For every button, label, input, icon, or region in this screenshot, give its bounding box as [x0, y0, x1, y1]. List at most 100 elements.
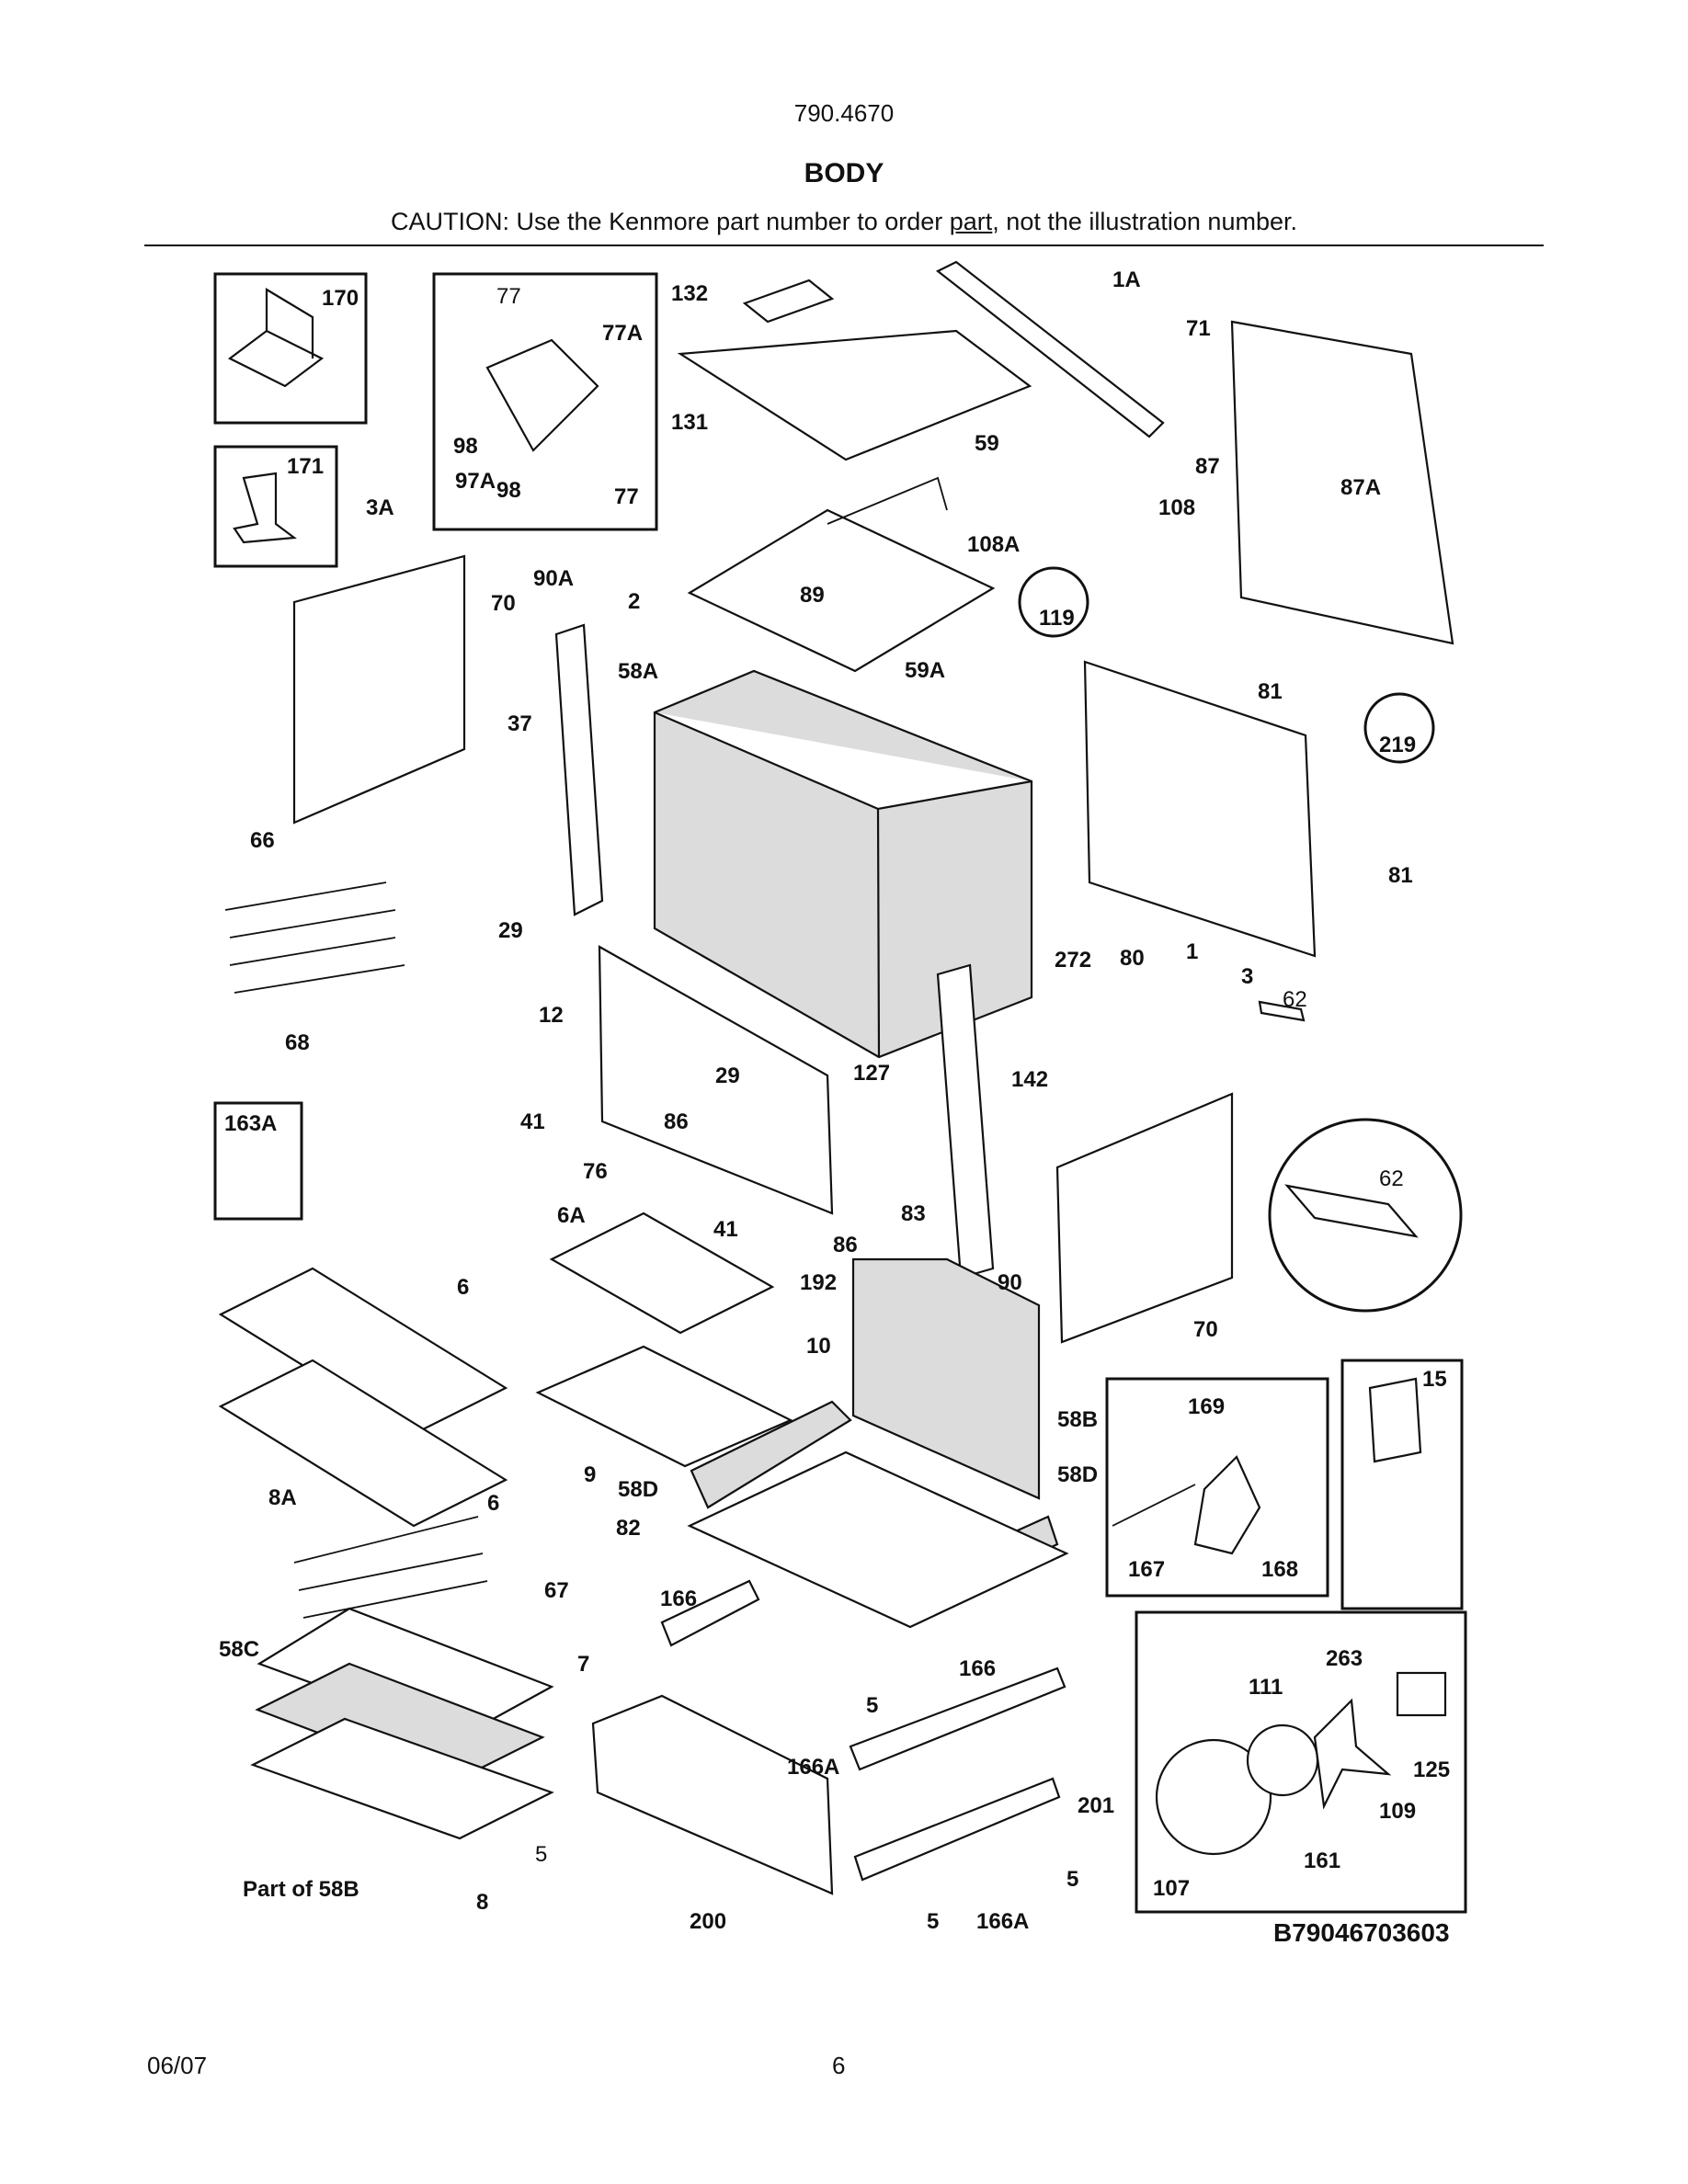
label-200: 200 — [690, 1909, 726, 1934]
slide-166-right — [849, 1666, 1066, 1771]
rack-6-lower — [218, 1359, 508, 1528]
top-panel-131 — [677, 329, 1032, 461]
label-171: 171 — [287, 454, 324, 479]
figure-code: B79046703603 — [1273, 1918, 1450, 1947]
label-86-b: 86 — [833, 1233, 858, 1257]
label-108A: 108A — [967, 532, 1020, 557]
inset-box-15 — [1340, 1359, 1464, 1610]
label-66: 66 — [250, 828, 275, 853]
label-41-a: 41 — [520, 1109, 545, 1134]
inset-box-170 — [213, 272, 368, 425]
page-number: 6 — [832, 2052, 846, 2079]
label-131: 131 — [671, 410, 708, 435]
label-166-a: 166 — [660, 1587, 697, 1611]
label-9: 9 — [584, 1462, 596, 1487]
label-58D-a: 58D — [618, 1477, 658, 1502]
fan-motor-125 — [1396, 1671, 1447, 1717]
label-89: 89 — [800, 583, 825, 608]
label-3: 3 — [1241, 964, 1253, 989]
caution-text-start: CAUTION: Use the Kenmore part number to … — [391, 208, 950, 235]
label-81-b: 81 — [1388, 863, 1413, 888]
rail-1A — [935, 260, 1165, 438]
label-15: 15 — [1422, 1367, 1447, 1392]
latch-168 — [1193, 1455, 1261, 1555]
rack-6A — [549, 1211, 775, 1335]
caution-text: CAUTION: Use the Kenmore part number to … — [0, 208, 1688, 236]
broil-element-8A — [293, 1516, 488, 1619]
label-70-b: 70 — [1193, 1317, 1218, 1342]
caution-link-part[interactable]: part — [949, 208, 993, 235]
slide-166A-lower — [853, 1777, 1061, 1882]
door-frame-76 — [598, 945, 834, 1215]
label-119: 119 — [1039, 606, 1075, 631]
label-6-a: 6 — [457, 1275, 469, 1300]
label-77-b: 77 — [614, 484, 639, 509]
label-37: 37 — [508, 711, 532, 736]
broil-pan-9 — [535, 1345, 793, 1468]
fan-shroud-161 — [1246, 1723, 1319, 1797]
label-76: 76 — [583, 1159, 608, 1184]
label-87A: 87A — [1340, 475, 1381, 500]
detail-circle-62 — [1268, 1118, 1463, 1313]
label-132: 132 — [671, 281, 708, 306]
label-169: 169 — [1188, 1394, 1225, 1419]
label-108: 108 — [1158, 495, 1195, 520]
label-29-b: 29 — [715, 1064, 740, 1088]
detail-circle-119 — [1018, 566, 1089, 638]
label-86-a: 86 — [664, 1109, 689, 1134]
label-125: 125 — [1413, 1757, 1450, 1782]
label-1: 1 — [1186, 939, 1198, 964]
label-7: 7 — [577, 1652, 589, 1677]
label-127: 127 — [853, 1061, 890, 1086]
footer-date: 06/07 — [147, 2052, 208, 2079]
drawer-frame-200 — [591, 1694, 834, 1895]
bracket-170-shape — [227, 288, 325, 388]
label-41-b: 41 — [713, 1217, 738, 1242]
page-title: BODY — [804, 158, 884, 188]
panel-8 — [250, 1717, 554, 1840]
label-62-a: 62 — [1283, 987, 1307, 1012]
fan-housing-107 — [1155, 1738, 1272, 1856]
label-59: 59 — [975, 431, 999, 456]
inset-box-171 — [213, 445, 338, 568]
label-12: 12 — [539, 1003, 564, 1028]
strip-90 — [936, 963, 995, 1280]
label-263: 263 — [1326, 1646, 1363, 1671]
label-10: 10 — [806, 1334, 831, 1359]
part-62-shape — [1258, 1000, 1306, 1022]
inset-box-163A — [213, 1101, 303, 1221]
label-219: 219 — [1379, 733, 1416, 757]
label-90A: 90A — [533, 566, 574, 591]
bake-element-66 — [224, 882, 405, 994]
detail-circle-219 — [1363, 692, 1435, 764]
label-97A: 97A — [455, 469, 496, 494]
inset-box-fan — [1135, 1610, 1467, 1914]
label-6-b: 6 — [487, 1491, 499, 1516]
rear-panel-71 — [1230, 320, 1454, 645]
control-board-shape — [485, 338, 599, 452]
strip-90A — [554, 623, 604, 916]
label-2: 2 — [628, 589, 640, 614]
label-161: 161 — [1304, 1848, 1340, 1873]
label-5-a: 5 — [866, 1693, 878, 1718]
label-58B: 58B — [1057, 1407, 1098, 1432]
model-number: 790.4670 — [793, 99, 895, 127]
label-163A: 163A — [224, 1111, 277, 1136]
label-58D-b: 58D — [1057, 1462, 1098, 1487]
label-5-c: 5 — [535, 1842, 547, 1867]
label-59A: 59A — [905, 658, 945, 683]
label-58C: 58C — [219, 1637, 259, 1662]
part-59 — [827, 476, 948, 525]
label-6A: 6A — [557, 1203, 586, 1228]
frame-82 — [687, 1450, 1069, 1629]
label-77-a: 77 — [496, 284, 521, 309]
side-panel-70-left — [292, 554, 466, 825]
label-80: 80 — [1120, 946, 1145, 971]
label-107: 107 — [1153, 1876, 1190, 1901]
label-142: 142 — [1011, 1067, 1048, 1092]
label-part-of-58B: Part of 58B — [243, 1877, 359, 1902]
label-62-b: 62 — [1379, 1166, 1404, 1191]
label-87: 87 — [1195, 454, 1220, 479]
label-82: 82 — [616, 1516, 641, 1541]
